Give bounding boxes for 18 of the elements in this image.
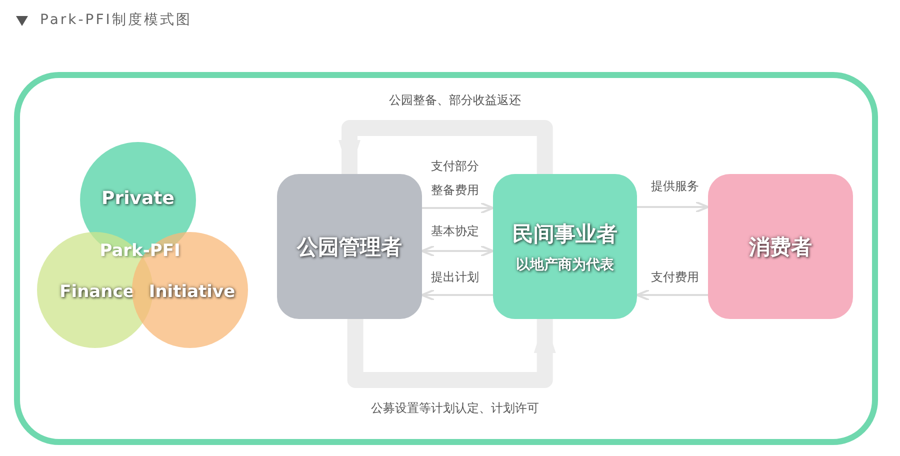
node-label: 消费者	[749, 234, 812, 260]
node-label: Finance	[60, 282, 134, 302]
subtitle: 以地产商为代表	[516, 256, 614, 274]
title: Park-PFI制度模式图	[40, 11, 192, 29]
thick-arrow	[347, 319, 556, 388]
arrow	[422, 202, 494, 214]
arrow	[421, 245, 494, 257]
arrow	[421, 289, 493, 301]
node-label: 公园管理者	[297, 234, 402, 260]
arrow	[637, 201, 709, 213]
entity-box	[277, 174, 422, 319]
thick-arrow	[338, 120, 553, 174]
node-label: Private	[102, 188, 174, 208]
node-label: Initiative	[148, 282, 236, 302]
entity-box	[493, 174, 637, 319]
node-label: 民间事业者	[512, 220, 618, 248]
entity-box	[708, 174, 853, 319]
arrow	[636, 289, 708, 301]
